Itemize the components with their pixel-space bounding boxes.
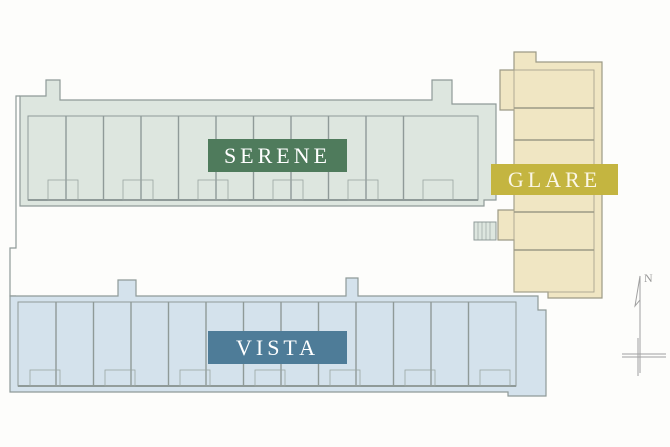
building-label-vista[interactable]: VISTA	[208, 331, 347, 364]
balcony	[197, 179, 229, 201]
building-label-serene[interactable]: SERENE	[208, 139, 347, 172]
balcony	[479, 369, 511, 387]
balcony	[179, 369, 211, 387]
balcony	[47, 179, 79, 201]
balcony	[422, 179, 454, 201]
balcony	[329, 369, 361, 387]
building-label-glare[interactable]: GLARE	[491, 164, 618, 195]
balcony	[272, 179, 304, 201]
balcony	[254, 369, 286, 387]
balcony	[104, 369, 136, 387]
north-arrow-icon	[622, 275, 666, 376]
balcony	[122, 179, 154, 201]
balcony	[404, 369, 436, 387]
walkway-wall	[9, 95, 20, 297]
north-label: N	[644, 271, 653, 285]
balcony	[347, 179, 379, 201]
balcony	[29, 369, 61, 387]
